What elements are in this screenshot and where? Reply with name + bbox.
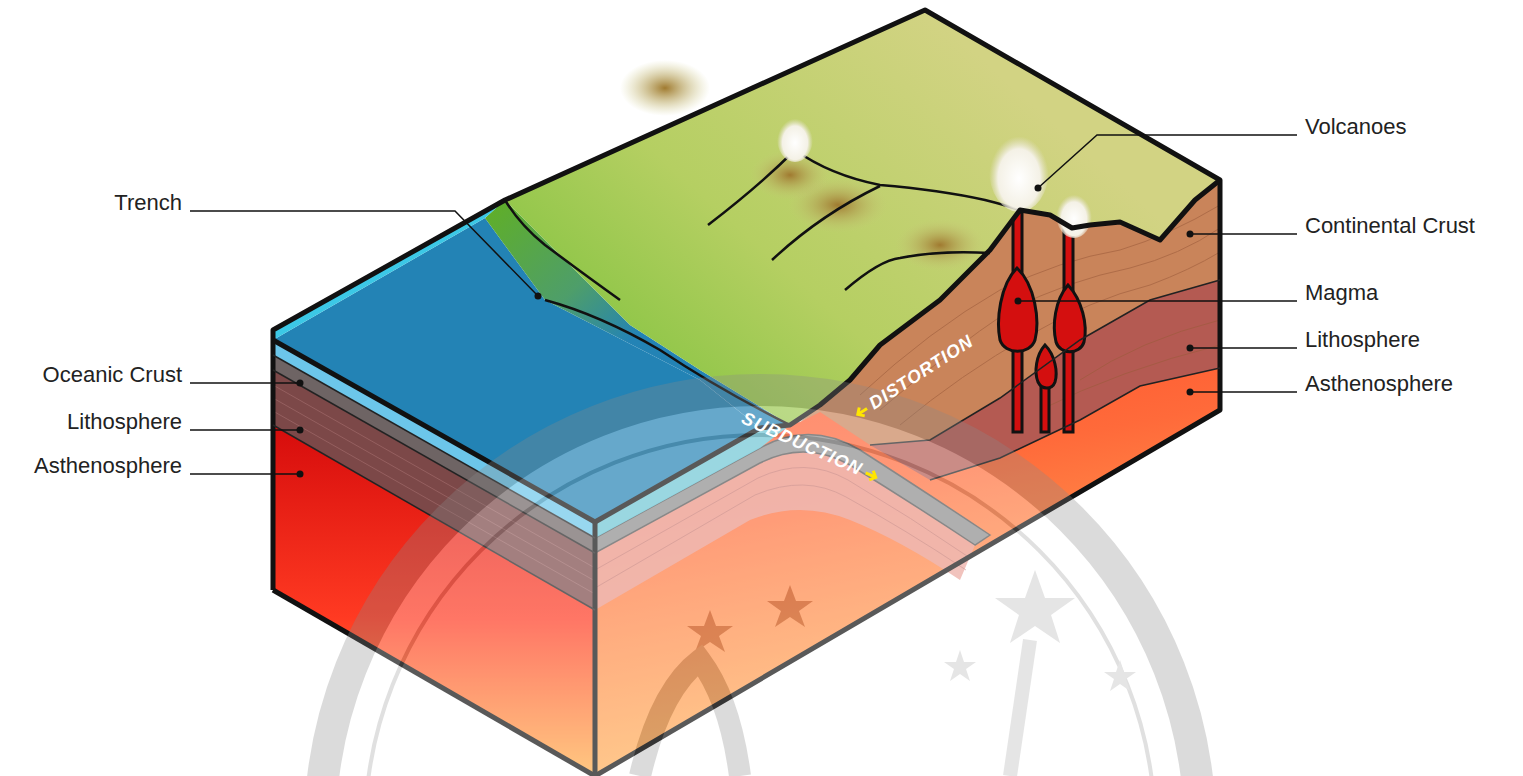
part-label: Lithosphere <box>67 409 182 435</box>
part-label: Asthenosphere <box>34 453 182 479</box>
arrow-shape <box>855 403 870 417</box>
part-label: Volcanoes <box>1305 114 1407 140</box>
watermark <box>320 390 1200 776</box>
volcanic-plumes <box>777 114 1092 238</box>
part-label: Oceanic Crust <box>43 362 182 388</box>
part-label: Asthenosphere <box>1305 371 1453 397</box>
direction-arrow <box>861 464 882 485</box>
arrow-shape <box>864 467 878 481</box>
part-label: Magma <box>1305 280 1378 306</box>
part-label: Trench <box>114 190 182 216</box>
leader-dots <box>297 185 1194 478</box>
part-label: Lithosphere <box>1305 327 1420 353</box>
part-label: Continental Crust <box>1305 213 1475 239</box>
hills <box>620 60 985 271</box>
magma-system <box>999 212 1086 432</box>
